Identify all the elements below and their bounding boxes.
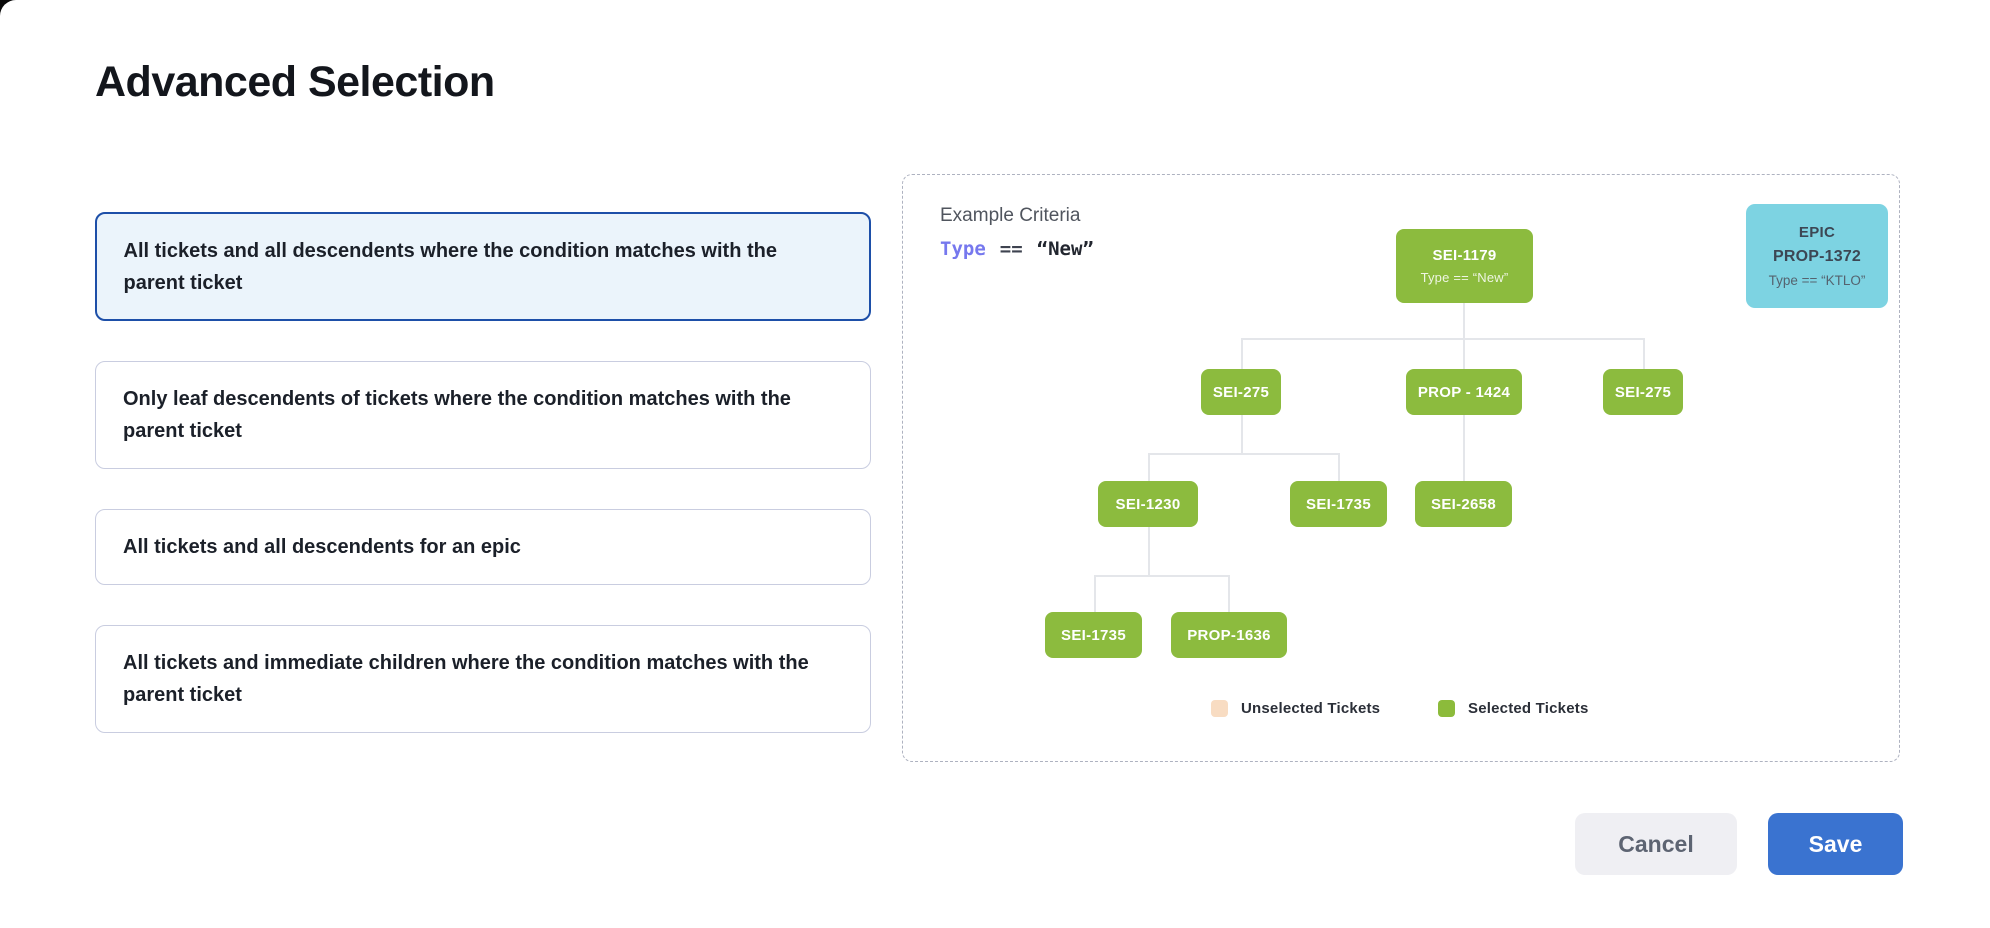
criteria-value: “New”	[1036, 238, 1094, 260]
tree-connector	[1463, 415, 1465, 481]
tree-connector	[1094, 575, 1096, 612]
option-leaf-descendents-condition[interactable]: Only leaf descendents of tickets where t…	[95, 361, 871, 469]
epic-ticket-id: PROP-1372	[1772, 248, 1862, 265]
criteria-expression: Type == “New”	[940, 238, 1094, 260]
example-preview-panel: Example Criteria Type == “New” EPIC PROP-1…	[902, 174, 1900, 762]
epic-type-label: EPIC	[1798, 224, 1836, 241]
tree-node: SEI-1735	[1045, 612, 1142, 658]
tree-node-root: SEI-1179 Type == “New”	[1396, 229, 1533, 303]
tree-connector	[1148, 453, 1340, 455]
tree-node: PROP-1636	[1171, 612, 1287, 658]
option-label: Only leaf descendents of tickets where t…	[123, 388, 791, 442]
selected-swatch-icon	[1438, 700, 1455, 717]
tree-node: SEI-2658	[1415, 481, 1512, 527]
option-label: All tickets and immediate children where…	[123, 652, 809, 706]
tree-connector	[1643, 338, 1645, 369]
epic-card: EPIC PROP-1372 Type == “KTLO”	[1746, 204, 1888, 308]
tree-connector	[1148, 453, 1150, 481]
legend-item-selected: Selected Tickets	[1438, 700, 1589, 717]
option-label: All tickets and all descendents where th…	[123, 239, 777, 294]
epic-condition: Type == “KTLO”	[1768, 273, 1866, 288]
tree-node: SEI-275	[1201, 369, 1281, 415]
tree-connector	[1463, 303, 1465, 339]
tree-connector	[1094, 575, 1230, 577]
tree-node: SEI-1735	[1290, 481, 1387, 527]
tree-node: SEI-1230	[1098, 481, 1198, 527]
option-all-descendents-epic[interactable]: All tickets and all descendents for an e…	[95, 509, 871, 585]
cancel-button[interactable]: Cancel	[1575, 813, 1737, 875]
tree-node-condition: Type == “New”	[1420, 270, 1509, 285]
tree-node: SEI-275	[1603, 369, 1683, 415]
tree-connector	[1241, 415, 1243, 454]
option-immediate-children-condition[interactable]: All tickets and immediate children where…	[95, 625, 871, 733]
tree-connector	[1338, 453, 1340, 481]
tree-connector	[1148, 527, 1150, 576]
tree-node-id: SEI-1179	[1432, 247, 1497, 264]
tree-connector	[1228, 575, 1230, 612]
legend-label: Selected Tickets	[1468, 700, 1589, 717]
tree-connector	[1241, 338, 1645, 340]
save-button[interactable]: Save	[1768, 813, 1903, 875]
option-all-descendents-condition[interactable]: All tickets and all descendents where th…	[95, 212, 871, 321]
legend-label: Unselected Tickets	[1241, 700, 1381, 717]
criteria-field: Type	[940, 238, 986, 260]
page-title: Advanced Selection	[95, 58, 495, 106]
selection-options-list: All tickets and all descendents where th…	[95, 212, 871, 733]
example-criteria-heading: Example Criteria	[940, 205, 1081, 226]
tree-connector	[1463, 338, 1465, 369]
tree-connector	[1241, 338, 1243, 369]
option-label: All tickets and all descendents for an e…	[123, 536, 521, 558]
legend-item-unselected: Unselected Tickets	[1211, 700, 1380, 717]
criteria-operator: ==	[999, 238, 1023, 260]
unselected-swatch-icon	[1211, 700, 1228, 717]
tree-node: PROP - 1424	[1406, 369, 1522, 415]
